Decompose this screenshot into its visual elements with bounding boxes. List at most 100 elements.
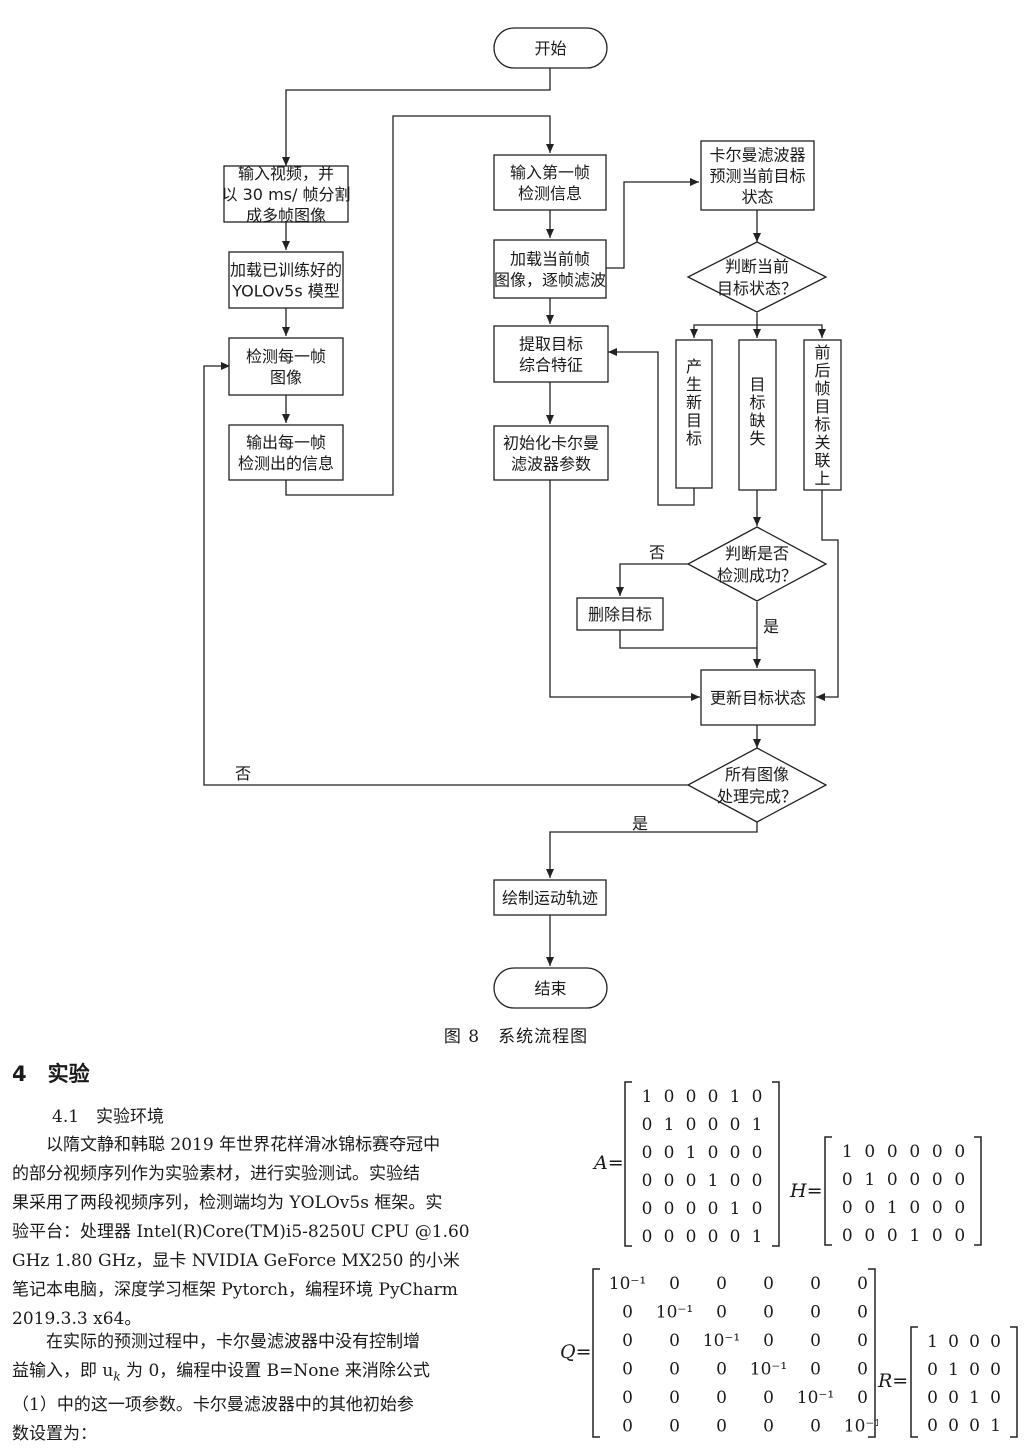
right-bracket [772,1081,780,1247]
matrix-cell: 0 [864,1226,875,1246]
yes-label: 是 [763,617,779,636]
matrix-cell: 0 [669,1331,680,1351]
associated-box-text: 联 [814,451,830,470]
matrix-cell: 10⁻¹ [703,1331,740,1351]
no-label: 否 [235,764,251,783]
matrix-cell: 0 [948,1388,959,1408]
matrix-cell: 0 [948,1332,959,1352]
matrix-cell: 1 [990,1416,1001,1436]
matrix-cell: 0 [909,1142,920,1162]
matrix-cell: 0 [887,1142,898,1162]
yes-label: 是 [632,814,648,833]
judge-detect-diamond-text: 检测成功？ [717,566,797,585]
para2-line: 在实际的预测过程中，卡尔曼滤波器中没有控制增 [46,1332,420,1352]
matrix-cell: 0 [810,1417,821,1437]
matrix-cell: 0 [932,1226,943,1246]
kalman-predict-box-text: 状态 [741,188,773,207]
matrix-cell: 0 [664,1227,675,1247]
matrix-cell: 0 [990,1332,1001,1352]
para1-line: 笔记本电脑，深度学习框架 Pytorch，编程环境 PyCharm [12,1280,458,1300]
associated-box-text: 标 [814,415,830,434]
matrix-cell: 0 [686,1227,697,1247]
input-video-box [223,165,349,223]
matrix-cell: 1 [969,1388,980,1408]
output-info-box-text: 检测出的信息 [238,454,334,473]
no-label: 否 [649,543,665,562]
input-video-box-text: 成多帧图像 [246,206,326,225]
judge-detect-diamond-text: 判断是否 [725,544,789,563]
all-done-diamond-text: 处理完成？ [717,787,797,806]
matrix-cell: 0 [664,1087,675,1107]
matrix-cell: 0 [716,1417,727,1437]
matrix-cell: 10⁻¹ [797,1388,834,1408]
init-kalman-box [493,425,609,481]
matrix-cell: 0 [857,1303,868,1323]
matrix-cell: 0 [664,1143,675,1163]
matrix-cell: 0 [669,1274,680,1294]
matrix-cell: 0 [708,1087,719,1107]
matrix-a-label: A= [594,1152,624,1174]
matrix-cell: 1 [927,1332,938,1352]
matrix-cell: 0 [810,1303,821,1323]
load-current-frame-box-text: 加载当前帧 [510,250,590,269]
start-terminal [493,27,608,69]
input-video-box-text: 输入视频，并 [238,164,334,183]
matrix-cell: 0 [857,1274,868,1294]
matrix-cell: 0 [708,1199,719,1219]
subsection-heading: 4.1 实验环境 [52,1107,165,1127]
matrix-cell: 0 [810,1274,821,1294]
matrix-cell: 0 [864,1142,875,1162]
matrix-cell: 0 [622,1417,633,1437]
matrix-cell: 0 [763,1303,774,1323]
matrix-cell: 1 [842,1142,853,1162]
judge-state-diamond-text: 判断当前 [725,257,789,276]
matrix-cell: 0 [763,1274,774,1294]
matrix-cell: 0 [954,1170,965,1190]
associated-box-text: 上 [814,469,830,488]
left-bracket [624,1081,632,1247]
load-model-box [228,251,344,309]
left-bracket [910,1326,918,1438]
matrix-cell: 0 [730,1115,741,1135]
matrix-cell: 1 [686,1143,697,1163]
matrix-cell: 0 [622,1360,633,1380]
draw-track-box [493,879,607,916]
detect-frame-box-text: 检测每一帧 [246,347,326,366]
new-target-box-text: 生 [686,375,702,394]
matrix-cell: 0 [752,1143,763,1163]
lost-target-box-text: 缺 [749,411,765,430]
extract-feature-box-text: 综合特征 [519,356,583,375]
matrix-cell: 0 [642,1115,653,1135]
matrix-cell: 0 [932,1142,943,1162]
matrix-cell: 0 [969,1332,980,1352]
right-bracket [1010,1326,1018,1438]
input-first-frame-box [493,154,607,211]
matrix-cell: 1 [730,1087,741,1107]
matrix-cell: 0 [669,1360,680,1380]
flow-nodes [223,27,842,1009]
matrix-cell: 0 [887,1170,898,1190]
extract-feature-box-text: 提取目标 [519,335,583,354]
para2-text: 益输入，即 u [12,1361,114,1381]
load-model-box-text: YOLOv5s 模型 [231,282,340,301]
matrix-cell: 0 [954,1226,965,1246]
matrix-cell: 10⁻¹ [844,1417,878,1437]
matrix-cell: 0 [642,1143,653,1163]
all-done-diamond [686,747,828,823]
para1-line: 果采用了两段视频序列，检测端均为 YOLOv5s 框架。实 [12,1193,443,1213]
para1-line: 验平台：处理器 Intel(R)Core(TM)i5-8250U CPU @1.… [12,1222,470,1242]
matrix-cell: 0 [927,1388,938,1408]
new-target-box-text: 产 [686,357,702,376]
matrix-cell: 1 [864,1170,875,1190]
matrix-cell: 0 [716,1360,727,1380]
lost-target-box-text: 标 [749,393,765,412]
matrix-cell: 0 [664,1171,675,1191]
matrix-cell: 1 [752,1227,763,1247]
matrix-cell: 0 [642,1227,653,1247]
detect-frame-box [228,337,344,396]
